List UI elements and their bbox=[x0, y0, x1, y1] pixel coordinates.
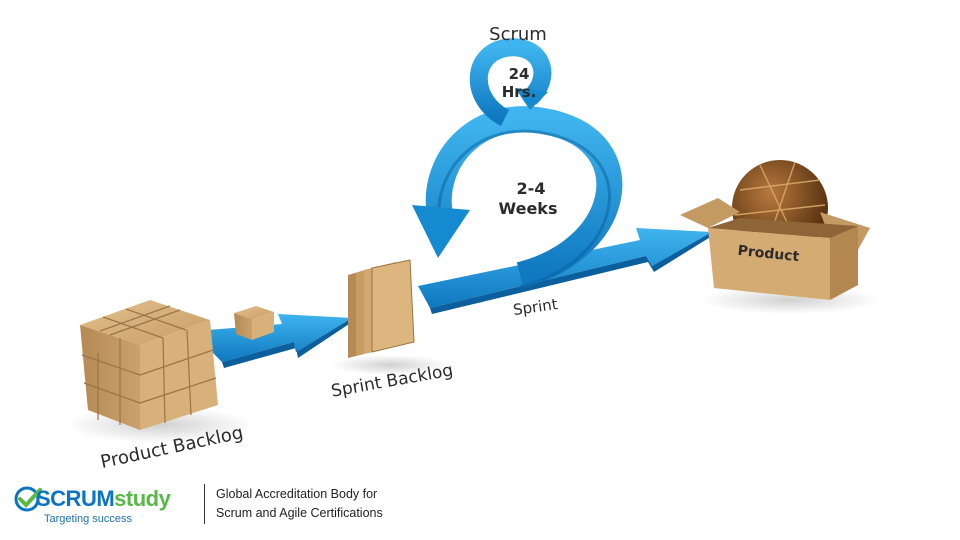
sprint-duration-bottom: Weeks bbox=[499, 199, 558, 218]
backlog-to-sprint-arrow bbox=[200, 314, 352, 368]
product-backlog-boxes bbox=[80, 300, 218, 430]
accreditation-line-2: Scrum and Agile Certifications bbox=[216, 506, 383, 520]
scrum-label: Scrum bbox=[489, 24, 547, 45]
brand-logo: SCRUMstudy bbox=[36, 486, 171, 512]
accreditation-text: Global Accreditation Body for Scrum and … bbox=[216, 485, 383, 523]
product-label: Product bbox=[737, 243, 800, 265]
stack-shadow bbox=[330, 355, 450, 375]
sprint-duration-top: 2-4 bbox=[517, 179, 546, 198]
product-box bbox=[680, 160, 870, 300]
daily-duration-top: 24 bbox=[509, 65, 530, 83]
brand-logo-part2: study bbox=[114, 486, 171, 511]
single-backlog-box bbox=[234, 306, 274, 340]
sprint-arrow bbox=[412, 38, 712, 314]
footer-divider bbox=[204, 484, 205, 524]
sprint-label: Sprint bbox=[512, 295, 559, 319]
accreditation-line-1: Global Accreditation Body for bbox=[216, 487, 378, 501]
sprint-backlog-stack bbox=[348, 259, 415, 358]
brand-logo-part1: SCRUM bbox=[36, 486, 115, 511]
footer-branding: SCRUMstudy Targeting success Global Accr… bbox=[14, 484, 434, 530]
daily-duration-bottom: Hrs. bbox=[502, 83, 537, 101]
checkmark-logo-icon bbox=[14, 486, 42, 512]
brand-tagline: Targeting success bbox=[44, 513, 133, 525]
